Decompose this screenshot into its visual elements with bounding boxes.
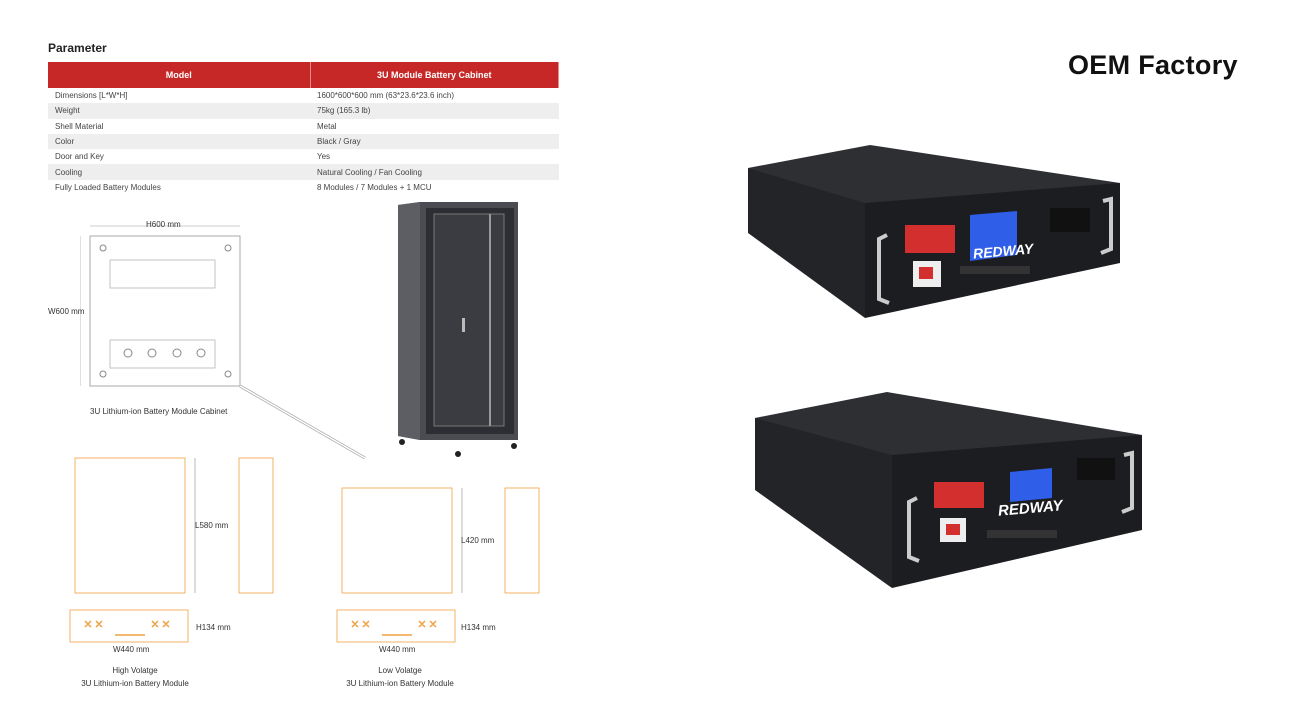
spec-value: Metal [317, 121, 337, 131]
spec-name: Weight [48, 103, 310, 119]
table-row: Shell Material Metal [48, 119, 559, 134]
cabinet-width-label: H600 mm [146, 220, 181, 229]
table-row: Dimensions [L*W*H] 1600*600*600 mm (63*23… [48, 88, 559, 103]
table-header-product: 3U Module Battery Cabinet [310, 62, 559, 88]
lv-caption-line1: Low Volatge [378, 666, 422, 675]
spec-name: Door and Key [55, 152, 104, 162]
spec-value: 75kg (165.3 lb) [310, 103, 559, 119]
table-header-model: Model [48, 62, 311, 88]
high-voltage-drawing [69, 457, 196, 643]
cabinet-drawing [80, 225, 366, 460]
cabinet-height-label: W600 mm [48, 307, 85, 316]
spec-value: Natural Cooling / Fan Cooling [310, 164, 559, 180]
spec-name: Cooling [48, 164, 310, 180]
parameter-title: Parameter [48, 41, 107, 55]
lv-length-label: L420 mm [461, 536, 495, 545]
oem-factory-title: OEM Factory [1068, 50, 1238, 80]
hv-height-label: H134 mm [196, 623, 231, 632]
lv-caption: Low Volatge 3U Lithium-ion Battery Modul… [325, 664, 475, 690]
spec-name: Fully Loaded Battery Modules [55, 182, 161, 192]
spec-value: 1600*600*600 mm (63*23.6*23.6 inch) [317, 91, 454, 101]
spec-name: Shell Material [55, 121, 104, 131]
hv-caption-line2: 3U Lithium-ion Battery Module [81, 679, 189, 688]
battery-module-image-1 [748, 145, 1120, 318]
spec-name: Color [48, 133, 310, 150]
hv-caption-line1: High Volatge [112, 666, 158, 675]
spec-value: Black / Gray [310, 133, 559, 150]
hv-caption: High Volatge 3U Lithium-ion Battery Modu… [60, 664, 210, 690]
rack-cabinet-image [398, 202, 518, 457]
low-voltage-side-drawing [504, 487, 540, 594]
cabinet-caption: 3U Lithium-ion Battery Module Cabinet [90, 407, 228, 416]
spec-value: Yes [317, 152, 331, 162]
spec-name: Dimensions [L*W*H] [55, 91, 128, 101]
high-voltage-side-drawing [238, 457, 274, 594]
lv-width-label: W440 mm [379, 645, 416, 654]
table-row: Fully Loaded Battery Modules 8 Modules / … [48, 180, 559, 195]
lv-height-label: H134 mm [461, 623, 496, 632]
hv-length-label: L580 mm [195, 521, 229, 530]
battery-module-image-2 [755, 392, 1142, 588]
spec-table: Model 3U Module Battery Cabinet Dimensio… [48, 62, 559, 195]
hv-width-label: W440 mm [113, 645, 150, 654]
lv-caption-line2: 3U Lithium-ion Battery Module [346, 679, 454, 688]
low-voltage-drawing [336, 487, 463, 643]
spec-value: 8 Modules / 7 Modules + 1 MCU [317, 182, 432, 192]
table-row: Door and Key Yes [48, 149, 559, 164]
